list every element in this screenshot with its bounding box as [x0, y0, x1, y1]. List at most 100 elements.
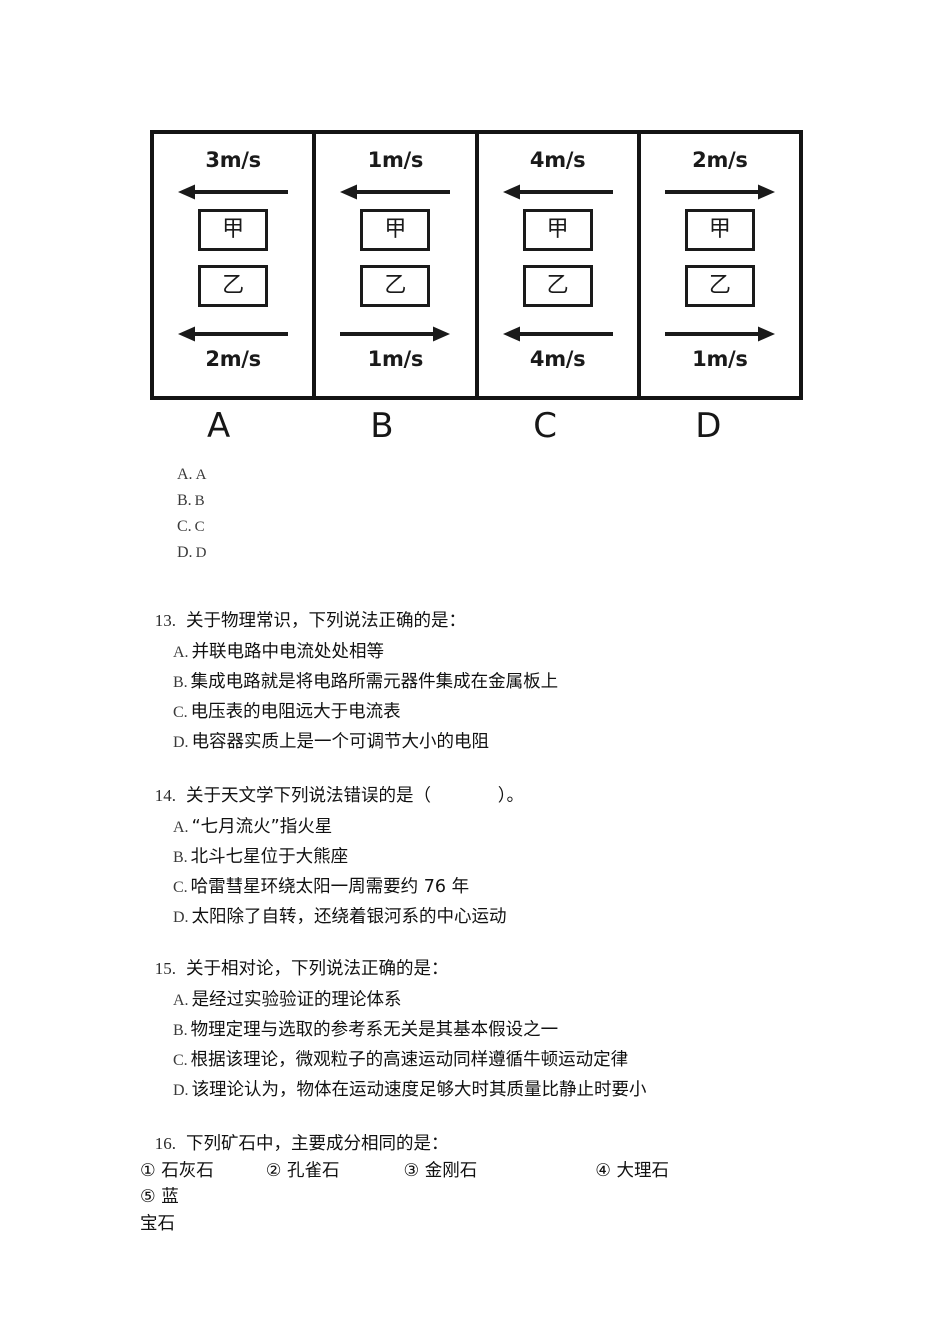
question-14-option-c-letter: C.: [173, 879, 188, 897]
question-15-option-d-text: 该理论认为，物体在运动速度足够大时其质量比静止时要小: [191, 1080, 647, 1101]
question-15-option-a-text: 是经过实验验证的理论体系: [191, 990, 402, 1011]
figure-panel-a: 3m/s 甲 乙 2m/s: [154, 134, 317, 396]
question-14-option-b[interactable]: B. 北斗七星位于大熊座: [173, 842, 950, 872]
question-14-option-b-letter: B.: [173, 849, 188, 867]
figure-outer-box: 3m/s 甲 乙 2m/s 1m/s: [150, 130, 803, 400]
question-13-option-b[interactable]: B. 集成电路就是将电路所需元器件集成在金属板上: [173, 667, 950, 697]
figure-option-b[interactable]: B. B: [177, 488, 206, 514]
question-13-option-d[interactable]: D. 电容器实质上是一个可调节大小的电阻: [173, 727, 950, 757]
figure-option-b-letter: B.: [177, 492, 192, 510]
question-16-stem: 下列矿石中，主要成分相同的是：: [186, 1134, 449, 1154]
figure-option-b-text: B: [194, 493, 205, 510]
question-15-option-b-text: 物理定理与选取的参考系无关是其基本假设之一: [190, 1020, 559, 1041]
figure-question-options: A. A B. B C. C D. D: [177, 462, 206, 566]
panel-d-block-yi: 乙: [684, 265, 755, 307]
mineral-item-4: ④ 大理石: [595, 1161, 670, 1182]
question-15-number: 15.: [154, 959, 176, 978]
panel-a-block-yi: 乙: [198, 265, 269, 307]
question-15-option-d[interactable]: D. 该理论认为，物体在运动速度足够大时其质量比静止时要小: [173, 1075, 950, 1105]
question-15-option-c-letter: C.: [173, 1052, 188, 1070]
question-14-options: A. “七月流火”指火星 B. 北斗七星位于大熊座 C. 哈雷彗星环绕太阳一周需…: [140, 812, 950, 932]
question-13-option-c[interactable]: C. 电压表的电阻远大于电流表: [173, 697, 950, 727]
question-13: 13. 关于物理常识，下列说法正确的是： A. 并联电路中电流处处相等 B. 集…: [0, 608, 950, 758]
figure-panel-labels: A B C D: [150, 406, 803, 446]
figure-label-c: C: [533, 406, 557, 446]
figure-option-d-text: D: [195, 545, 207, 562]
question-15-option-a[interactable]: A. 是经过实验验证的理论体系: [173, 985, 950, 1015]
question-16-mineral-wrapped-tail: 宝石: [140, 1213, 175, 1234]
figure-option-d[interactable]: D. D: [177, 540, 206, 566]
panel-a-top-speed: 3m/s: [205, 148, 261, 172]
question-13-number: 13.: [154, 611, 176, 630]
figure-option-a-letter: A.: [177, 466, 193, 483]
panel-a-bottom-speed: 2m/s: [205, 347, 261, 371]
question-13-stem: 关于物理常识，下列说法正确的是：: [186, 611, 466, 631]
question-15-stem-line: 15. 关于相对论，下列说法正确的是：: [140, 956, 950, 983]
question-14-option-a[interactable]: A. “七月流火”指火星: [173, 812, 950, 842]
figure-label-b: B: [370, 406, 394, 446]
figure-panel-b: 1m/s 甲 乙 1m/s: [316, 134, 479, 396]
question-13-option-d-letter: D.: [173, 734, 189, 752]
question-15-option-a-letter: A.: [173, 992, 189, 1010]
panel-a-block-jia: 甲: [198, 209, 269, 251]
figure-option-a[interactable]: A. A: [177, 462, 206, 488]
question-15-stem: 关于相对论，下列说法正确的是：: [186, 959, 449, 979]
figure-option-c-letter: C.: [177, 518, 192, 536]
panel-d-bottom-arrow-right-icon: [663, 321, 777, 347]
question-14-option-a-text: “七月流火”指火星: [191, 817, 333, 838]
mineral-item-1: ① 石灰石: [140, 1161, 214, 1182]
question-14-option-d-text: 太阳除了自转，还绕着银河系的中心运动: [191, 907, 507, 928]
question-14-option-a-letter: A.: [173, 819, 189, 837]
question-14-option-c[interactable]: C. 哈雷彗星环绕太阳一周需要约 76 年: [173, 872, 950, 902]
panel-d-bottom-speed: 1m/s: [692, 347, 748, 371]
question-13-option-c-text: 电压表的电阻远大于电流表: [190, 702, 401, 723]
figure-panel-c: 4m/s 甲 乙 4m/s: [479, 134, 641, 396]
panel-c-block-jia: 甲: [522, 209, 593, 251]
panel-a-bottom-arrow-left-icon: [176, 321, 290, 347]
figure-panel-d: 2m/s 甲 乙 1m/s: [641, 134, 799, 396]
question-13-option-c-letter: C.: [173, 704, 188, 722]
panel-c-bottom-speed: 4m/s: [529, 347, 586, 371]
question-14-number: 14.: [154, 786, 176, 805]
panel-d-block-jia: 甲: [684, 209, 755, 251]
options-figure: 3m/s 甲 乙 2m/s 1m/s: [150, 130, 803, 445]
question-13-option-b-text: 集成电路就是将电路所需元器件集成在金属板上: [190, 672, 559, 693]
question-13-option-b-letter: B.: [173, 674, 188, 692]
panel-c-top-speed: 4m/s: [529, 148, 586, 172]
question-15-option-b[interactable]: B. 物理定理与选取的参考系无关是其基本假设之一: [173, 1015, 950, 1045]
question-15: 15. 关于相对论，下列说法正确的是： A. 是经过实验验证的理论体系 B. 物…: [0, 956, 950, 1106]
mineral-item-3: ③ 金刚石: [403, 1161, 478, 1182]
figure-label-d: D: [695, 406, 722, 446]
question-15-option-c-text: 根据该理论，微观粒子的高速运动同样遵循牛顿运动定律: [190, 1050, 629, 1071]
panel-a-top-arrow-left-icon: [176, 179, 290, 205]
panel-b-top-speed: 1m/s: [367, 148, 424, 172]
question-15-option-c[interactable]: C. 根据该理论，微观粒子的高速运动同样遵循牛顿运动定律: [173, 1045, 950, 1075]
panel-b-block-jia: 甲: [360, 209, 431, 251]
question-15-option-b-letter: B.: [173, 1022, 188, 1040]
figure-label-a: A: [206, 406, 231, 446]
question-13-option-d-text: 电容器实质上是一个可调节大小的电阻: [191, 732, 490, 753]
question-13-option-a-letter: A.: [173, 644, 189, 662]
panel-b-bottom-arrow-right-icon: [338, 321, 452, 347]
panel-c-bottom-arrow-left-icon: [501, 321, 615, 347]
question-13-option-a-text: 并联电路中电流处处相等: [191, 642, 385, 663]
question-14-option-d[interactable]: D. 太阳除了自转，还绕着银河系的中心运动: [173, 902, 950, 932]
figure-option-c[interactable]: C. C: [177, 514, 206, 540]
figure-option-c-text: C: [194, 519, 205, 536]
question-14-stem: 关于天文学下列说法错误的是（ ）。: [186, 786, 525, 806]
question-16-number: 16.: [154, 1134, 176, 1153]
question-15-option-d-letter: D.: [173, 1082, 189, 1100]
figure-option-d-letter: D.: [177, 544, 193, 562]
question-16-stem-line: 16. 下列矿石中，主要成分相同的是：: [140, 1131, 950, 1158]
panel-b-top-arrow-left-icon: [338, 179, 452, 205]
question-14-option-b-text: 北斗七星位于大熊座: [190, 847, 349, 868]
panel-d-top-speed: 2m/s: [692, 148, 748, 172]
panel-c-top-arrow-left-icon: [501, 179, 615, 205]
question-14-stem-line: 14. 关于天文学下列说法错误的是（ ）。: [140, 783, 950, 810]
question-13-option-a[interactable]: A. 并联电路中电流处处相等: [173, 637, 950, 667]
panel-d-top-arrow-right-icon: [663, 179, 777, 205]
panel-b-bottom-speed: 1m/s: [367, 347, 424, 371]
question-14-option-c-text: 哈雷彗星环绕太阳一周需要约 76 年: [190, 877, 470, 898]
